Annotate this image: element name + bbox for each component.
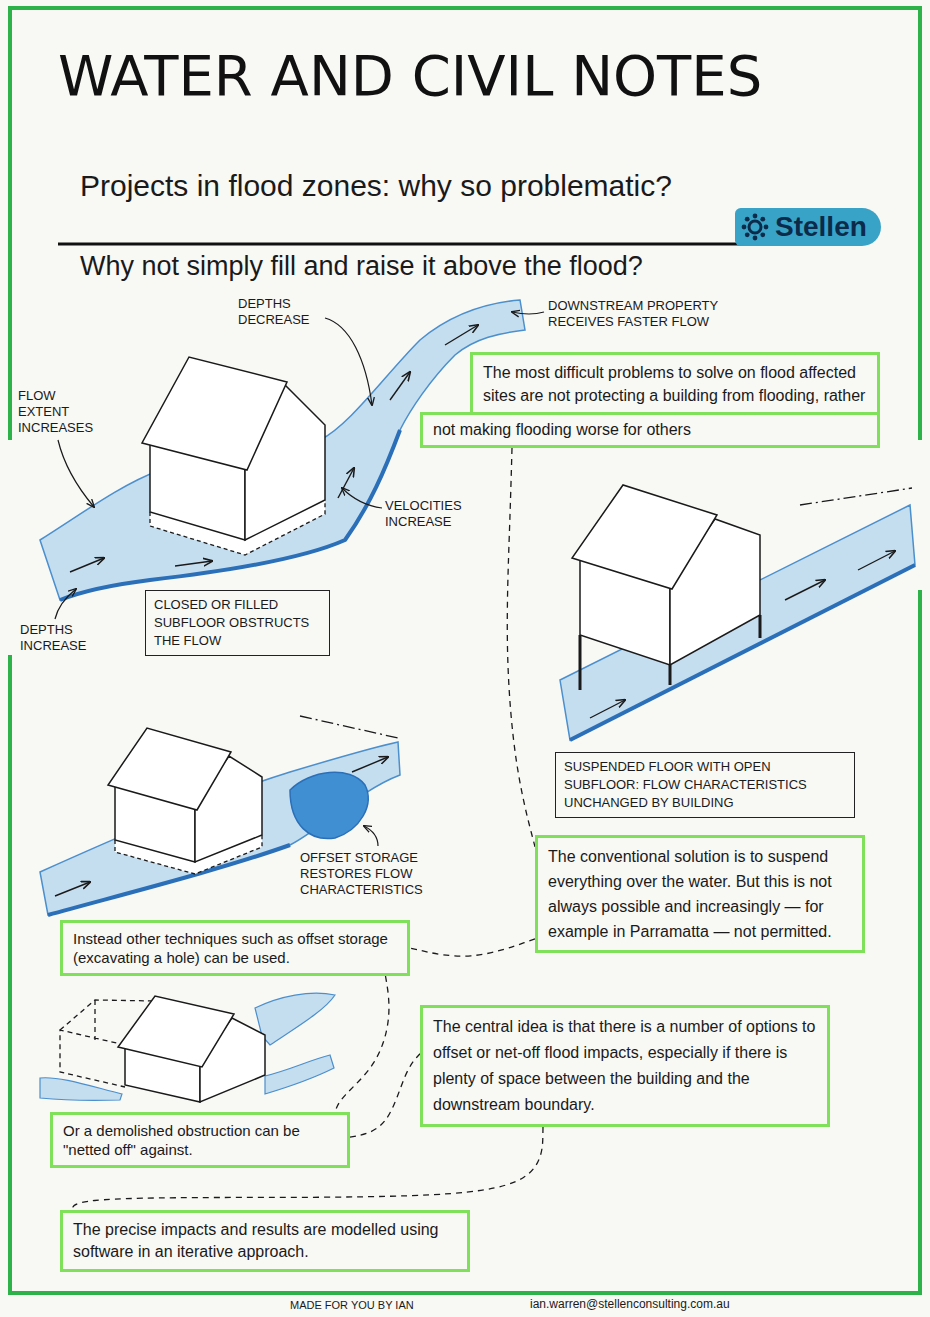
flow-annotation: DEPTHS DECREASE <box>238 296 323 328</box>
house-wall <box>670 519 760 665</box>
note-box: The most difficult problems to solve on … <box>470 352 880 448</box>
note-box: Or a demolished obstruction can be "nett… <box>50 1112 350 1168</box>
leader-line <box>55 589 76 619</box>
dashed-connector <box>335 976 389 1112</box>
deep-channel <box>570 565 915 740</box>
node-text: SUSPENDED FLOOR WITH OPEN SUBFLOOR: FLOW… <box>564 758 846 812</box>
logo-dot <box>753 236 758 241</box>
boundary-line <box>800 488 912 505</box>
flow-annotation: OFFSET STORAGE RESTORES FLOW CHARACTERIS… <box>300 850 445 898</box>
flow-arrow <box>785 580 825 600</box>
logo-ring <box>749 221 761 233</box>
flood-flow-band <box>40 300 525 600</box>
leader-line <box>325 318 372 405</box>
flood-water <box>40 1078 122 1101</box>
node-text: The conventional solution is to suspend … <box>548 844 852 944</box>
node-text: CLOSED OR FILLED SUBFLOOR OBSTRUCTS THE … <box>154 596 321 650</box>
logo-icon <box>741 213 769 241</box>
leader-line <box>342 488 382 508</box>
flow-arrow <box>338 468 354 498</box>
highlight-box: not making flooding worse for others <box>420 412 880 448</box>
flow-annotation: DOWNSTREAM PROPERTY RECEIVES FASTER FLOW <box>548 298 733 330</box>
node-text: The most difficult problems to solve on … <box>483 361 867 407</box>
logo-dot <box>745 217 750 222</box>
flood-water <box>265 1055 334 1094</box>
node-text: Or a demolished obstruction can be "nett… <box>63 1121 337 1159</box>
note-box: The precise impacts and results are mode… <box>60 1210 470 1272</box>
house-wall <box>195 756 262 862</box>
house-roof <box>572 485 717 589</box>
page-frame <box>10 8 920 440</box>
caption-box: CLOSED OR FILLED SUBFLOOR OBSTRUCTS THE … <box>145 590 330 656</box>
flood-flow-band <box>560 505 915 740</box>
offset-storage-pool <box>290 772 368 838</box>
note-box: Instead other techniques such as offset … <box>60 920 410 976</box>
flow-arrow <box>590 700 625 718</box>
house-wall <box>115 782 195 862</box>
filled-subfloor <box>115 835 262 874</box>
page-title: WATER AND CIVIL NOTES <box>58 48 762 104</box>
footer-email: ian.warren@stellenconsulting.com.au <box>530 1297 730 1312</box>
logo-dot <box>742 225 747 230</box>
flow-arrow <box>352 757 388 772</box>
demolished-outline <box>60 1000 157 1087</box>
deep-channel <box>60 430 400 600</box>
logo-dot <box>753 214 758 219</box>
dashed-connector <box>507 448 535 847</box>
flow-arrow <box>175 561 212 566</box>
flow-annotation: FLOW EXTENT INCREASES <box>18 388 103 436</box>
house-wall <box>125 1045 200 1102</box>
house-roof <box>118 996 234 1067</box>
flow-arrow <box>55 882 90 896</box>
logo-badge: Stellen <box>735 208 881 246</box>
node-text: not making flooding worse for others <box>433 418 867 442</box>
house-wall <box>245 385 325 540</box>
house-wall <box>580 555 670 665</box>
house-roof <box>142 357 287 470</box>
flow-arrow <box>390 372 410 400</box>
footer-credit: MADE FOR YOU BY IAN <box>290 1298 414 1312</box>
flow-arrow <box>70 558 104 572</box>
page-frame <box>10 590 920 1293</box>
logo-dot <box>745 232 750 237</box>
node-text: Stellen <box>775 210 867 244</box>
flow-arrow <box>445 325 478 345</box>
dashed-connector <box>350 1054 420 1137</box>
flow-annotation: VELOCITIES INCREASE <box>385 498 495 530</box>
node-text: The central idea is that there is a numb… <box>433 1014 817 1118</box>
subtitle: Projects in flood zones: why so problema… <box>80 168 672 204</box>
flow-arrow <box>858 551 895 570</box>
deep-channel <box>48 845 290 915</box>
caption-box: SUSPENDED FLOOR WITH OPEN SUBFLOOR: FLOW… <box>555 752 855 818</box>
house-roof <box>108 728 231 810</box>
house-stilts <box>580 615 760 690</box>
boundary-line <box>300 716 398 738</box>
leader-line <box>364 826 378 846</box>
section-heading: Why not simply fill and raise it above t… <box>80 250 643 283</box>
dashed-connector <box>410 939 535 956</box>
leader-line <box>58 440 94 507</box>
logo-dot <box>760 217 765 222</box>
house-wall <box>200 1018 265 1102</box>
note-box: The conventional solution is to suspend … <box>535 835 865 953</box>
logo-dot <box>764 225 769 230</box>
node-text: The precise impacts and results are mode… <box>73 1219 457 1263</box>
filled-subfloor <box>150 500 325 555</box>
house-wall <box>150 440 245 540</box>
heading-rule <box>58 243 745 246</box>
logo-dot <box>760 232 765 237</box>
node-text: Instead other techniques such as offset … <box>73 929 397 967</box>
note-box: The central idea is that there is a numb… <box>420 1005 830 1127</box>
flow-annotation: DEPTHS INCREASE <box>20 622 100 654</box>
leader-line <box>512 312 544 314</box>
flood-water <box>255 993 335 1045</box>
